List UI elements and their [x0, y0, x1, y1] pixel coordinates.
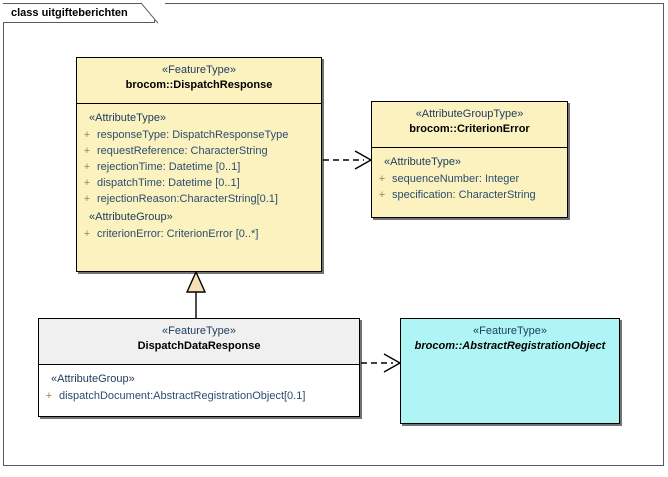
class-body-dispatch-data-response: «AttributeGroup» + dispatchDocument:Abst… [39, 365, 359, 409]
class-body-criterion-error: «AttributeType» + sequenceNumber: Intege… [372, 148, 567, 208]
compartment-label: «AttributeType» [89, 112, 167, 124]
visibility-marker: + [83, 193, 91, 205]
diagram-title-label: class uitgifteberichten [11, 6, 128, 19]
attribute-row[interactable]: + dispatchTime: Datetime [0..1] [77, 175, 321, 191]
compartment-label: «AttributeGroup» [51, 373, 135, 385]
class-name: DispatchDataResponse [137, 340, 261, 352]
visibility-marker: + [378, 189, 386, 201]
class-stereotype: «FeatureType» [473, 325, 547, 337]
visibility-marker: + [83, 228, 91, 240]
class-box-criterion-error[interactable]: «AttributeGroupType» brocom::CriterionEr… [371, 101, 568, 218]
attribute-row[interactable]: + responseType: DispatchResponseType [77, 127, 321, 143]
class-header-dispatch-data-response: «FeatureType» DispatchDataResponse [39, 319, 359, 365]
compartment-label: «AttributeType» [384, 156, 462, 168]
attribute-row[interactable]: + sequenceNumber: Integer [372, 171, 567, 187]
diagram-tab-corner-fold [141, 2, 165, 25]
diagram-frame [3, 3, 664, 466]
attribute-label: rejectionReason:CharacterString[0.1] [97, 193, 278, 205]
attribute-label: dispatchTime: Datetime [0..1] [97, 177, 240, 189]
attribute-label: responseType: DispatchResponseType [97, 129, 289, 141]
attribute-row[interactable]: + requestReference: CharacterString [77, 143, 321, 159]
attribute-row[interactable]: + rejectionTime: Datetime [0..1] [77, 159, 321, 175]
visibility-marker: + [83, 177, 91, 189]
class-stereotype: «FeatureType» [162, 64, 236, 76]
class-name: brocom::DispatchResponse [125, 79, 273, 91]
class-name: brocom::CriterionError [409, 123, 530, 135]
diagram-frame-tab-top-edge [3, 3, 154, 4]
visibility-marker: + [83, 129, 91, 141]
attribute-row[interactable]: + criterionError: CriterionError [0..*] [77, 226, 321, 242]
visibility-marker: + [83, 145, 91, 157]
class-header-abstract-registration-object: «FeatureType» brocom::AbstractRegistrati… [401, 319, 619, 365]
class-box-dispatch-data-response[interactable]: «FeatureType» DispatchDataResponse «Attr… [38, 318, 360, 417]
attribute-row[interactable]: + dispatchDocument:AbstractRegistrationO… [39, 388, 359, 404]
attribute-label: dispatchDocument:AbstractRegistrationObj… [59, 390, 306, 402]
class-body-dispatch-response: «AttributeType» + responseType: Dispatch… [77, 104, 321, 247]
visibility-marker: + [83, 161, 91, 173]
attribute-label: requestReference: CharacterString [97, 145, 268, 157]
attribute-row[interactable]: + specification: CharacterString [372, 187, 567, 203]
class-box-dispatch-response[interactable]: «FeatureType» brocom::DispatchResponse «… [76, 57, 322, 272]
class-name: brocom::AbstractRegistrationObject [414, 340, 606, 352]
attribute-label: specification: CharacterString [392, 189, 536, 201]
compartment-label: «AttributeGroup» [89, 211, 173, 223]
attribute-row[interactable]: + rejectionReason:CharacterString[0.1] [77, 191, 321, 207]
class-header-criterion-error: «AttributeGroupType» brocom::CriterionEr… [372, 102, 567, 148]
class-stereotype: «AttributeGroupType» [415, 108, 524, 120]
attribute-label: rejectionTime: Datetime [0..1] [97, 161, 241, 173]
class-header-dispatch-response: «FeatureType» brocom::DispatchResponse [77, 58, 321, 104]
visibility-marker: + [378, 173, 386, 185]
attribute-label: sequenceNumber: Integer [392, 173, 520, 185]
visibility-marker: + [45, 390, 53, 402]
class-stereotype: «FeatureType» [162, 325, 236, 337]
attribute-label: criterionError: CriterionError [0..*] [97, 228, 259, 240]
diagram-title-tab: class uitgifteberichten [3, 3, 155, 23]
class-box-abstract-registration-object[interactable]: «FeatureType» brocom::AbstractRegistrati… [400, 318, 620, 424]
